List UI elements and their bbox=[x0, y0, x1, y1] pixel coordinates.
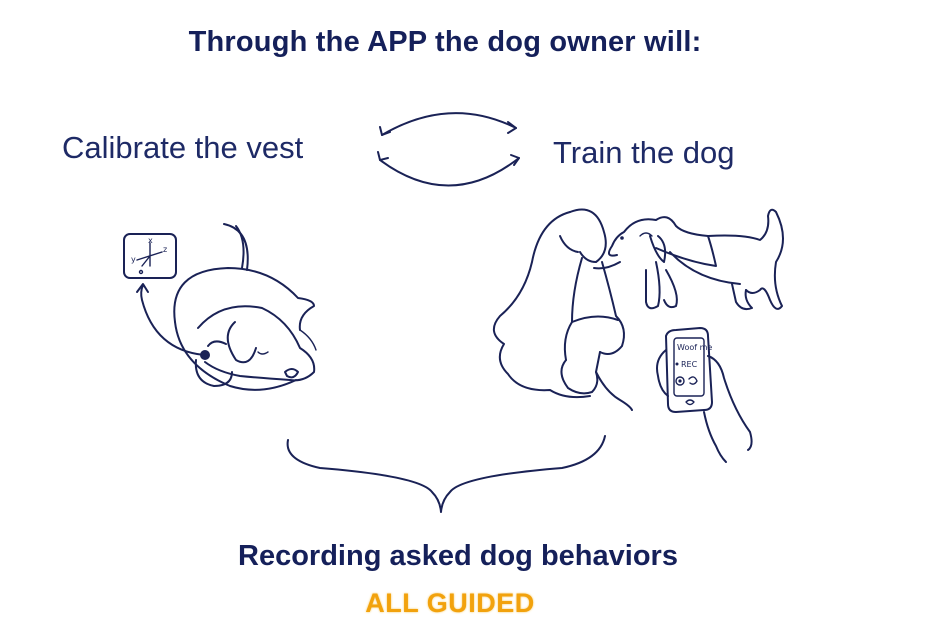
repeat-icon bbox=[688, 376, 698, 385]
dog-body-outline bbox=[173, 267, 315, 331]
rec-dot-icon bbox=[675, 362, 679, 366]
home-button-icon bbox=[685, 399, 695, 406]
woman-and-dog-drawing bbox=[493, 208, 784, 411]
arrow-bottom-head-right bbox=[510, 154, 520, 166]
dog-head bbox=[197, 305, 316, 382]
sensor-box bbox=[123, 233, 177, 279]
record-button-icon bbox=[675, 376, 685, 386]
train-dog-label: Train the dog bbox=[553, 135, 735, 170]
arrow-top-head-left bbox=[379, 126, 391, 136]
hand-fingers bbox=[707, 355, 753, 451]
woman-hair bbox=[493, 211, 591, 399]
sensor-dot bbox=[138, 269, 144, 275]
arrow-top-head-right bbox=[507, 121, 517, 134]
sleeping-dog-drawing bbox=[173, 223, 317, 391]
phone-screen-text-1: Woof me bbox=[677, 343, 712, 352]
phone-screen-rec: REC bbox=[681, 360, 698, 369]
hand-thumb bbox=[656, 349, 669, 397]
sensor-link-arrow bbox=[140, 284, 205, 356]
arrow-top bbox=[381, 112, 517, 136]
all-guided-tagline: ALL GUIDED bbox=[365, 588, 535, 618]
phone-screen bbox=[673, 337, 705, 397]
axes-lines bbox=[136, 242, 163, 267]
curly-brace bbox=[286, 435, 606, 513]
standing-dog bbox=[607, 208, 784, 310]
phone-outline bbox=[665, 327, 713, 413]
sensor-link-arrowhead bbox=[136, 283, 149, 293]
cycle-arrows bbox=[377, 112, 520, 187]
axis-x-label: x bbox=[148, 236, 153, 245]
dog-tail bbox=[223, 223, 249, 271]
wrist bbox=[703, 411, 727, 463]
arrow-bottom-head-left bbox=[377, 151, 389, 161]
vest-sensor-dot bbox=[200, 350, 210, 360]
sensor-axes-icon: x y z bbox=[123, 233, 177, 279]
phone-in-hand: Woof me REC bbox=[656, 327, 753, 463]
calibrate-vest-label: Calibrate the vest bbox=[62, 130, 304, 165]
axis-y-label: y bbox=[131, 255, 136, 264]
arrow-bottom bbox=[379, 157, 520, 187]
woman-body bbox=[563, 257, 583, 361]
outcome-text: Recording asked dog behaviors bbox=[238, 540, 678, 572]
page-title: Through the APP the dog owner will: bbox=[188, 26, 702, 58]
axis-z-label: z bbox=[163, 245, 167, 254]
